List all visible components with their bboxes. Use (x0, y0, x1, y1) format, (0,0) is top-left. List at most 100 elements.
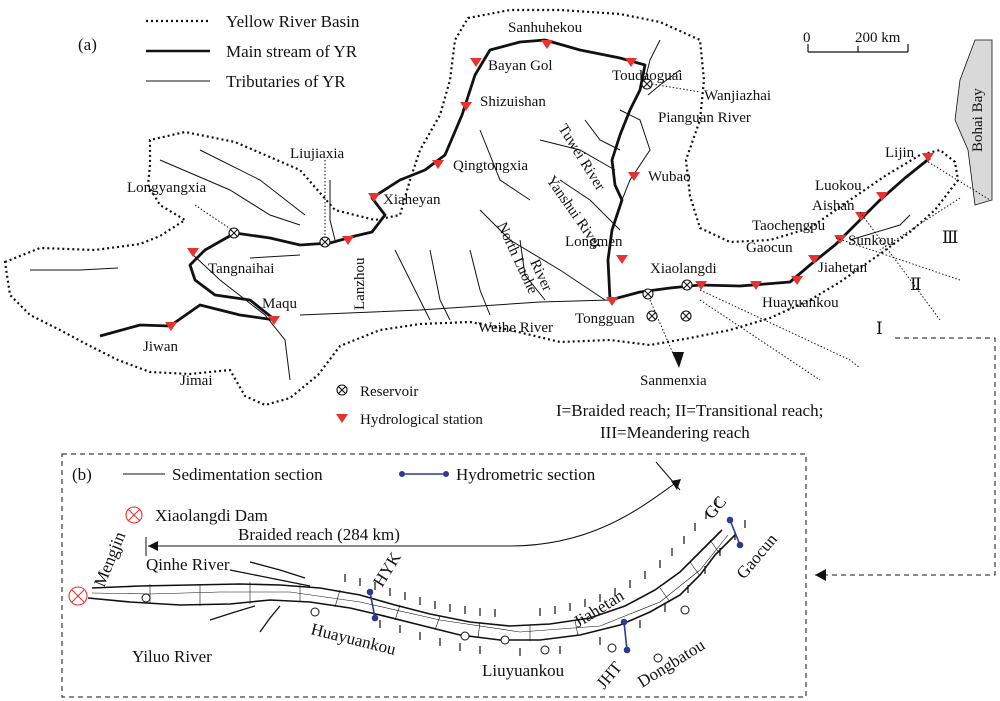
levee-hatching (344, 498, 746, 656)
legend-tributaries-text: Tributaries of YR (226, 72, 346, 91)
label-gaocun: Gaocun (733, 529, 782, 582)
panel-b-label: (b) (72, 465, 92, 484)
label-huayuankou: Huayuankou (762, 295, 839, 311)
main-stream (99, 38, 931, 338)
reach-numeral-iii: Ⅲ (942, 228, 958, 247)
reservoir-marker (681, 279, 693, 291)
label-liujiaxia: Liujiaxia (290, 146, 344, 162)
label-liuyuankou: Liuyuankou (482, 661, 565, 680)
label-pianguan-river: Pianguan River (658, 110, 751, 126)
label-jimai: Jimai (180, 373, 213, 389)
station-marker (616, 255, 628, 264)
hydrological-stations (165, 40, 934, 331)
label-longyangxia: Longyangxia (127, 180, 206, 196)
station-marker (606, 297, 618, 306)
dam-legend-icon (125, 506, 143, 524)
dam-legend-text: Xiaolangdi Dam (155, 506, 268, 525)
station-marker (695, 281, 707, 290)
label-qingtongxia: Qingtongxia (453, 158, 528, 174)
reach-numeral-i: Ⅰ (876, 319, 883, 338)
label-toudaoguai: Toudaoguai (612, 68, 683, 84)
station-marker (541, 40, 553, 49)
station-marker (855, 212, 867, 221)
scale-zero: 0 (803, 30, 811, 46)
symbol-legend: Reservoir Hydrological station (336, 384, 483, 428)
panel-a-legend: Yellow River Basin Main stream of YR Tri… (146, 12, 360, 91)
reach-definition-line1: I=Braided reach; II=Transitional reach; (556, 401, 823, 420)
station-marker (432, 160, 444, 169)
label-qinhe-river: Qinhe River (146, 555, 230, 574)
reservoir-legend-text: Reservoir (360, 384, 418, 400)
xiaolangdi-dam-symbol (68, 586, 88, 606)
label-shizuishan: Shizuishan (480, 94, 546, 110)
label-sunkou: Sunkou (848, 233, 894, 249)
station-marker (808, 255, 820, 264)
reservoir-legend-icon (336, 384, 348, 396)
label-wanjiazhai: Wanjiazhai (704, 88, 771, 104)
label-huayuankou: Huayuankou (309, 619, 398, 659)
label-sanhuhekou: Sanhuhekou (508, 20, 583, 36)
label-jht: JHT (593, 657, 627, 692)
label-aishan: Aishan (812, 198, 855, 214)
station-marker (470, 58, 482, 67)
reservoirs (228, 78, 693, 322)
legend-basin-text: Yellow River Basin (226, 12, 360, 31)
station-marker (791, 276, 803, 285)
reach-connector (815, 337, 996, 576)
reservoir-marker (680, 310, 692, 322)
label-tangnaihai: Tangnaihai (208, 261, 274, 277)
reach-connector-arrowhead (815, 569, 826, 581)
bay-label: Bohai Bay (970, 88, 986, 152)
station-marker (628, 172, 640, 181)
label-sanmenxia: Sanmenxia (640, 373, 707, 389)
sedimentation-sections (149, 539, 721, 641)
label-wubao: Wubao (648, 169, 691, 185)
legend-main-stream-text: Main stream of YR (226, 42, 358, 61)
label-hyk: HYK (369, 548, 405, 590)
station-marker (922, 153, 934, 162)
station-marker (625, 58, 637, 67)
panel-b-frame (61, 453, 807, 698)
label-gaocun: Gaocun (746, 240, 793, 256)
reach-numeral-ii: Ⅱ (910, 275, 922, 294)
reservoir-marker (642, 288, 654, 300)
label-xiaolangdi: Xiaolangdi (650, 261, 717, 277)
label-xiaheyan: Xiaheyan (383, 192, 441, 208)
label-bayan-gol: Bayan Gol (488, 58, 553, 74)
panel-b-legend: Sedimentation section Hydrometric sectio… (123, 465, 596, 484)
label-tongguan: Tongguan (575, 311, 635, 327)
station-marker (187, 248, 199, 257)
label-gc: GC (701, 492, 731, 522)
legend-sedimentation-text: Sedimentation section (172, 465, 323, 484)
label-taochengpu: Taochengpu (752, 218, 826, 234)
station-marker (368, 193, 380, 202)
braided-reach-text: Braided reach (284 km) (238, 525, 400, 544)
label-luokou: Luokou (815, 178, 862, 194)
scale-distance: 200 km (855, 30, 901, 46)
tributaries (30, 39, 911, 381)
station-marker (750, 281, 762, 290)
braided-arrowhead-left (148, 541, 158, 551)
label-yiluo-river: Yiluo River (132, 647, 212, 666)
label-dongbatou: Dongbatou (634, 635, 709, 691)
label-longmen: Longmen (565, 234, 623, 250)
reservoir-marker (319, 236, 331, 248)
sanmenxia-arrowhead (672, 352, 684, 368)
label-jiwan: Jiwan (143, 339, 178, 355)
label-jiahetan: Jiahetan (818, 260, 868, 276)
label-mengjin: Mengjin (90, 529, 129, 590)
label-maqu: Maqu (262, 296, 297, 312)
label-lanzhou: Lanzhou (352, 257, 368, 310)
label-lijin: Lijin (885, 145, 915, 161)
panel-a-label: (a) (78, 35, 97, 54)
river-channel (87, 529, 736, 641)
station-marker (342, 236, 354, 245)
town-markers (141, 593, 690, 663)
leader-lines (194, 83, 991, 381)
station-marker (165, 322, 177, 331)
basin-boundary (3, 8, 960, 407)
station-marker (460, 102, 472, 111)
station-marker (268, 316, 280, 325)
